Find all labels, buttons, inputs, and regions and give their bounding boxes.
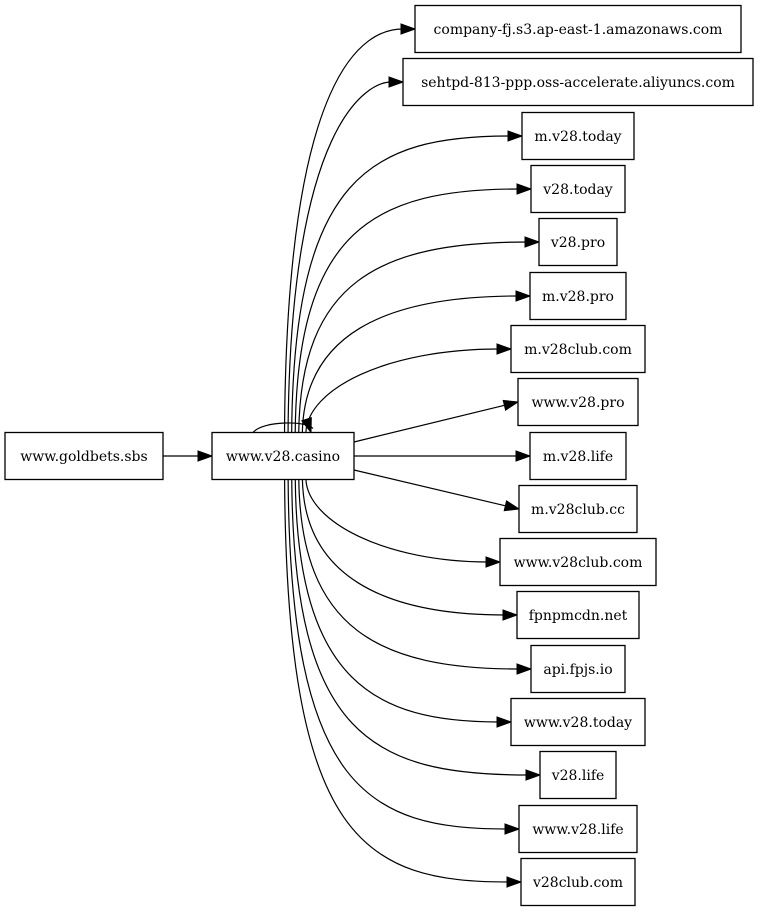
node-label: sehtpd-813-ppp.oss-accelerate.aliyuncs.c… [421,75,735,91]
arrowhead-v28casino-to-t0 [400,23,417,35]
node-label: m.v28club.com [524,342,632,358]
arrowhead-v28casino-to-t7 [502,399,520,411]
node-label: v28.life [551,768,605,784]
node-t0: company-fj.s3.ap-east-1.amazonaws.com [414,4,742,54]
node-label: www.v28club.com [514,555,643,571]
edge-v28casino-to-t4 [298,241,528,433]
node-label: m.v28.life [543,449,613,465]
node-label: api.fpjs.io [543,662,612,678]
node-t7: www.v28.pro [517,377,639,427]
edge-v28casino-to-t2 [291,135,511,433]
node-label: m.v28.today [534,129,621,145]
edge-v28casino-to-t16 [284,479,510,883]
node-t13: www.v28.today [510,697,646,747]
node-box [499,537,657,587]
node-t14: v28.life [539,750,617,800]
edge-v28casino-to-t13 [294,479,500,723]
node-box [530,644,626,694]
edge-v28casino-to-t3 [294,188,520,433]
arrowhead-v28casino-to-t6 [496,343,513,355]
edge-v28casino-to-t9 [353,469,508,507]
edge-v28casino-to-t6 [305,348,500,433]
node-box [538,217,618,267]
edge-v28casino-to-t12 [298,479,520,670]
node-t10: www.v28club.com [499,537,657,587]
nodes-layer: www.goldbets.sbs www.v28.casino company-fj… [4,4,754,907]
edge-v28casino-to-t7 [353,404,507,443]
node-box [4,431,164,481]
arrowhead-v28casino-to-t11 [502,609,519,621]
node-box [516,590,640,640]
arrowhead-v28casino-to-t15 [504,823,521,835]
arrowhead-v28casino-to-t3 [516,183,533,195]
arrowhead-v28casino-to-t5 [515,290,532,302]
edge-v28casino-to-t14 [291,479,529,776]
node-box [211,431,355,481]
node-t9: m.v28club.cc [518,484,638,534]
node-label: www.v28.casino [226,449,340,465]
node-box [517,377,639,427]
edge-v28casino-to-t10 [305,479,489,563]
node-t5: m.v28.pro [529,271,627,321]
arrowhead-v28casino-to-t12 [516,663,533,675]
node-box [414,4,742,54]
node-t1: sehtpd-813-ppp.oss-accelerate.aliyuncs.c… [402,57,754,107]
node-t4: v28.pro [538,217,618,267]
node-box [529,431,627,481]
node-box [539,750,617,800]
node-label: company-fj.s3.ap-east-1.amazonaws.com [434,22,723,38]
node-t11: fpnpmcdn.net [516,590,640,640]
node-box [510,697,646,747]
arrowhead-v28casino-to-t4 [524,236,541,248]
node-box [521,111,635,161]
arrowhead-goldbets-to-v28casino [197,450,214,462]
arrowhead-v28casino-to-t13 [496,716,513,728]
node-t16: v28club.com [520,857,636,907]
arrowhead-v28casino-to-t16 [506,876,523,888]
node-box [529,271,627,321]
node-label: v28.pro [550,235,605,251]
arrowhead-v28casino-to-t1 [388,76,405,88]
node-goldbets: www.goldbets.sbs [4,431,164,481]
node-t8: m.v28.life [529,431,627,481]
node-box [518,484,638,534]
node-box [518,804,638,854]
node-t12: api.fpjs.io [530,644,626,694]
node-label: m.v28.pro [542,289,614,305]
node-v28casino: www.v28.casino [211,431,355,481]
edge-v28casino-to-t1 [287,81,392,433]
node-label: m.v28club.cc [531,502,625,518]
arrowhead-v28casino-to-t10 [485,556,502,568]
node-label: v28.today [542,182,613,198]
node-box [510,324,646,374]
node-label: www.goldbets.sbs [20,449,147,465]
arrowhead-v28casino-to-t9 [503,500,521,512]
node-box [402,57,754,107]
node-label: www.v28.pro [532,395,625,411]
arrowhead-v28casino-to-t14 [525,769,542,781]
node-label: www.v28.life [532,822,623,838]
arrowhead-v28casino-to-t2 [507,130,524,142]
edge-v28casino-to-t15 [287,479,508,830]
node-label: v28club.com [532,875,623,891]
node-box [520,857,636,907]
edge-v28casino-to-t0 [283,28,404,433]
node-t15: www.v28.life [518,804,638,854]
node-t2: m.v28.today [521,111,635,161]
node-label: fpnpmcdn.net [529,608,628,624]
node-label: www.v28.today [524,715,632,731]
node-t3: v28.today [530,164,626,214]
arrowhead-v28casino-to-t8 [515,450,532,462]
node-t6: m.v28club.com [510,324,646,374]
edge-v28casino-to-t5 [301,295,519,433]
edges-layer [163,23,542,888]
node-box [530,164,626,214]
edge-v28casino-to-t11 [301,479,506,616]
